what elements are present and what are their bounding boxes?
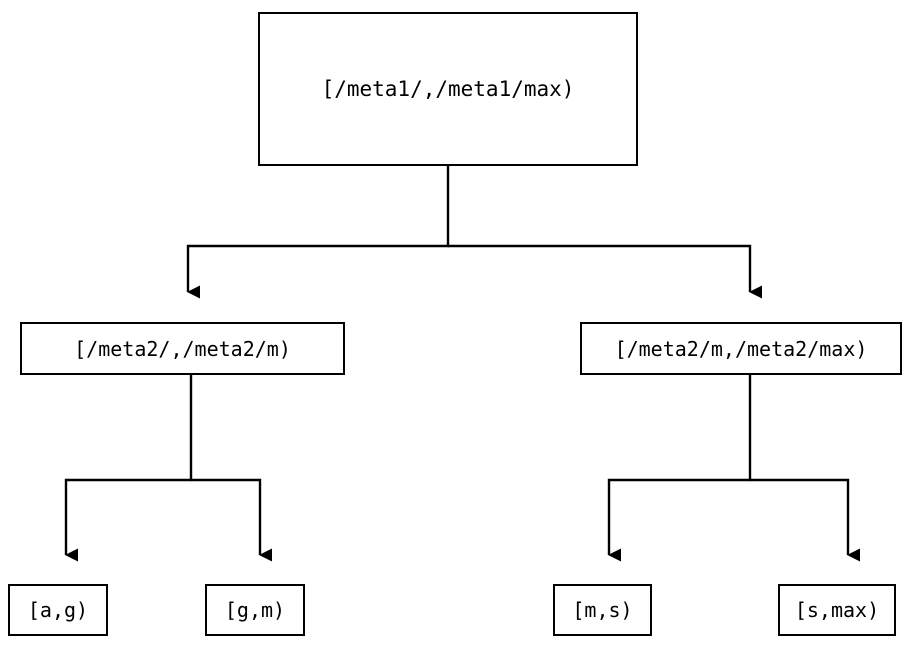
tree-node-leaf-4-label: [s,max) (794, 598, 880, 622)
tree-node-leaf-2[interactable]: [g,m) (205, 584, 305, 636)
edge-mid-right-to-leaf-4 (750, 478, 860, 562)
tree-node-mid-right-label: [/meta2/m,/meta2/max) (614, 336, 868, 361)
tree-node-leaf-1-label: [a,g) (27, 598, 89, 622)
tree-node-mid-right[interactable]: [/meta2/m,/meta2/max) (580, 322, 902, 375)
edge-mid-right-to-leaf-3 (607, 375, 752, 562)
tree-node-leaf-3[interactable]: [m,s) (553, 584, 652, 636)
tree-node-mid-left-label: [/meta2/,/meta2/m) (74, 336, 291, 361)
edge-root-to-mid-right (448, 244, 762, 299)
tree-node-leaf-4[interactable]: [s,max) (778, 584, 896, 636)
tree-node-mid-left[interactable]: [/meta2/,/meta2/m) (20, 322, 345, 375)
edge-root-to-mid-left (186, 166, 450, 299)
edge-mid-left-to-leaf-2 (191, 478, 272, 562)
tree-node-leaf-1[interactable]: [a,g) (8, 584, 108, 636)
tree-node-leaf-3-label: [m,s) (572, 598, 633, 622)
edge-mid-left-to-leaf-1 (64, 375, 193, 562)
tree-node-root[interactable]: [/meta1/,/meta1/max) (258, 12, 638, 166)
tree-node-root-label: [/meta1/,/meta1/max) (321, 76, 575, 101)
tree-node-leaf-2-label: [g,m) (224, 598, 286, 622)
